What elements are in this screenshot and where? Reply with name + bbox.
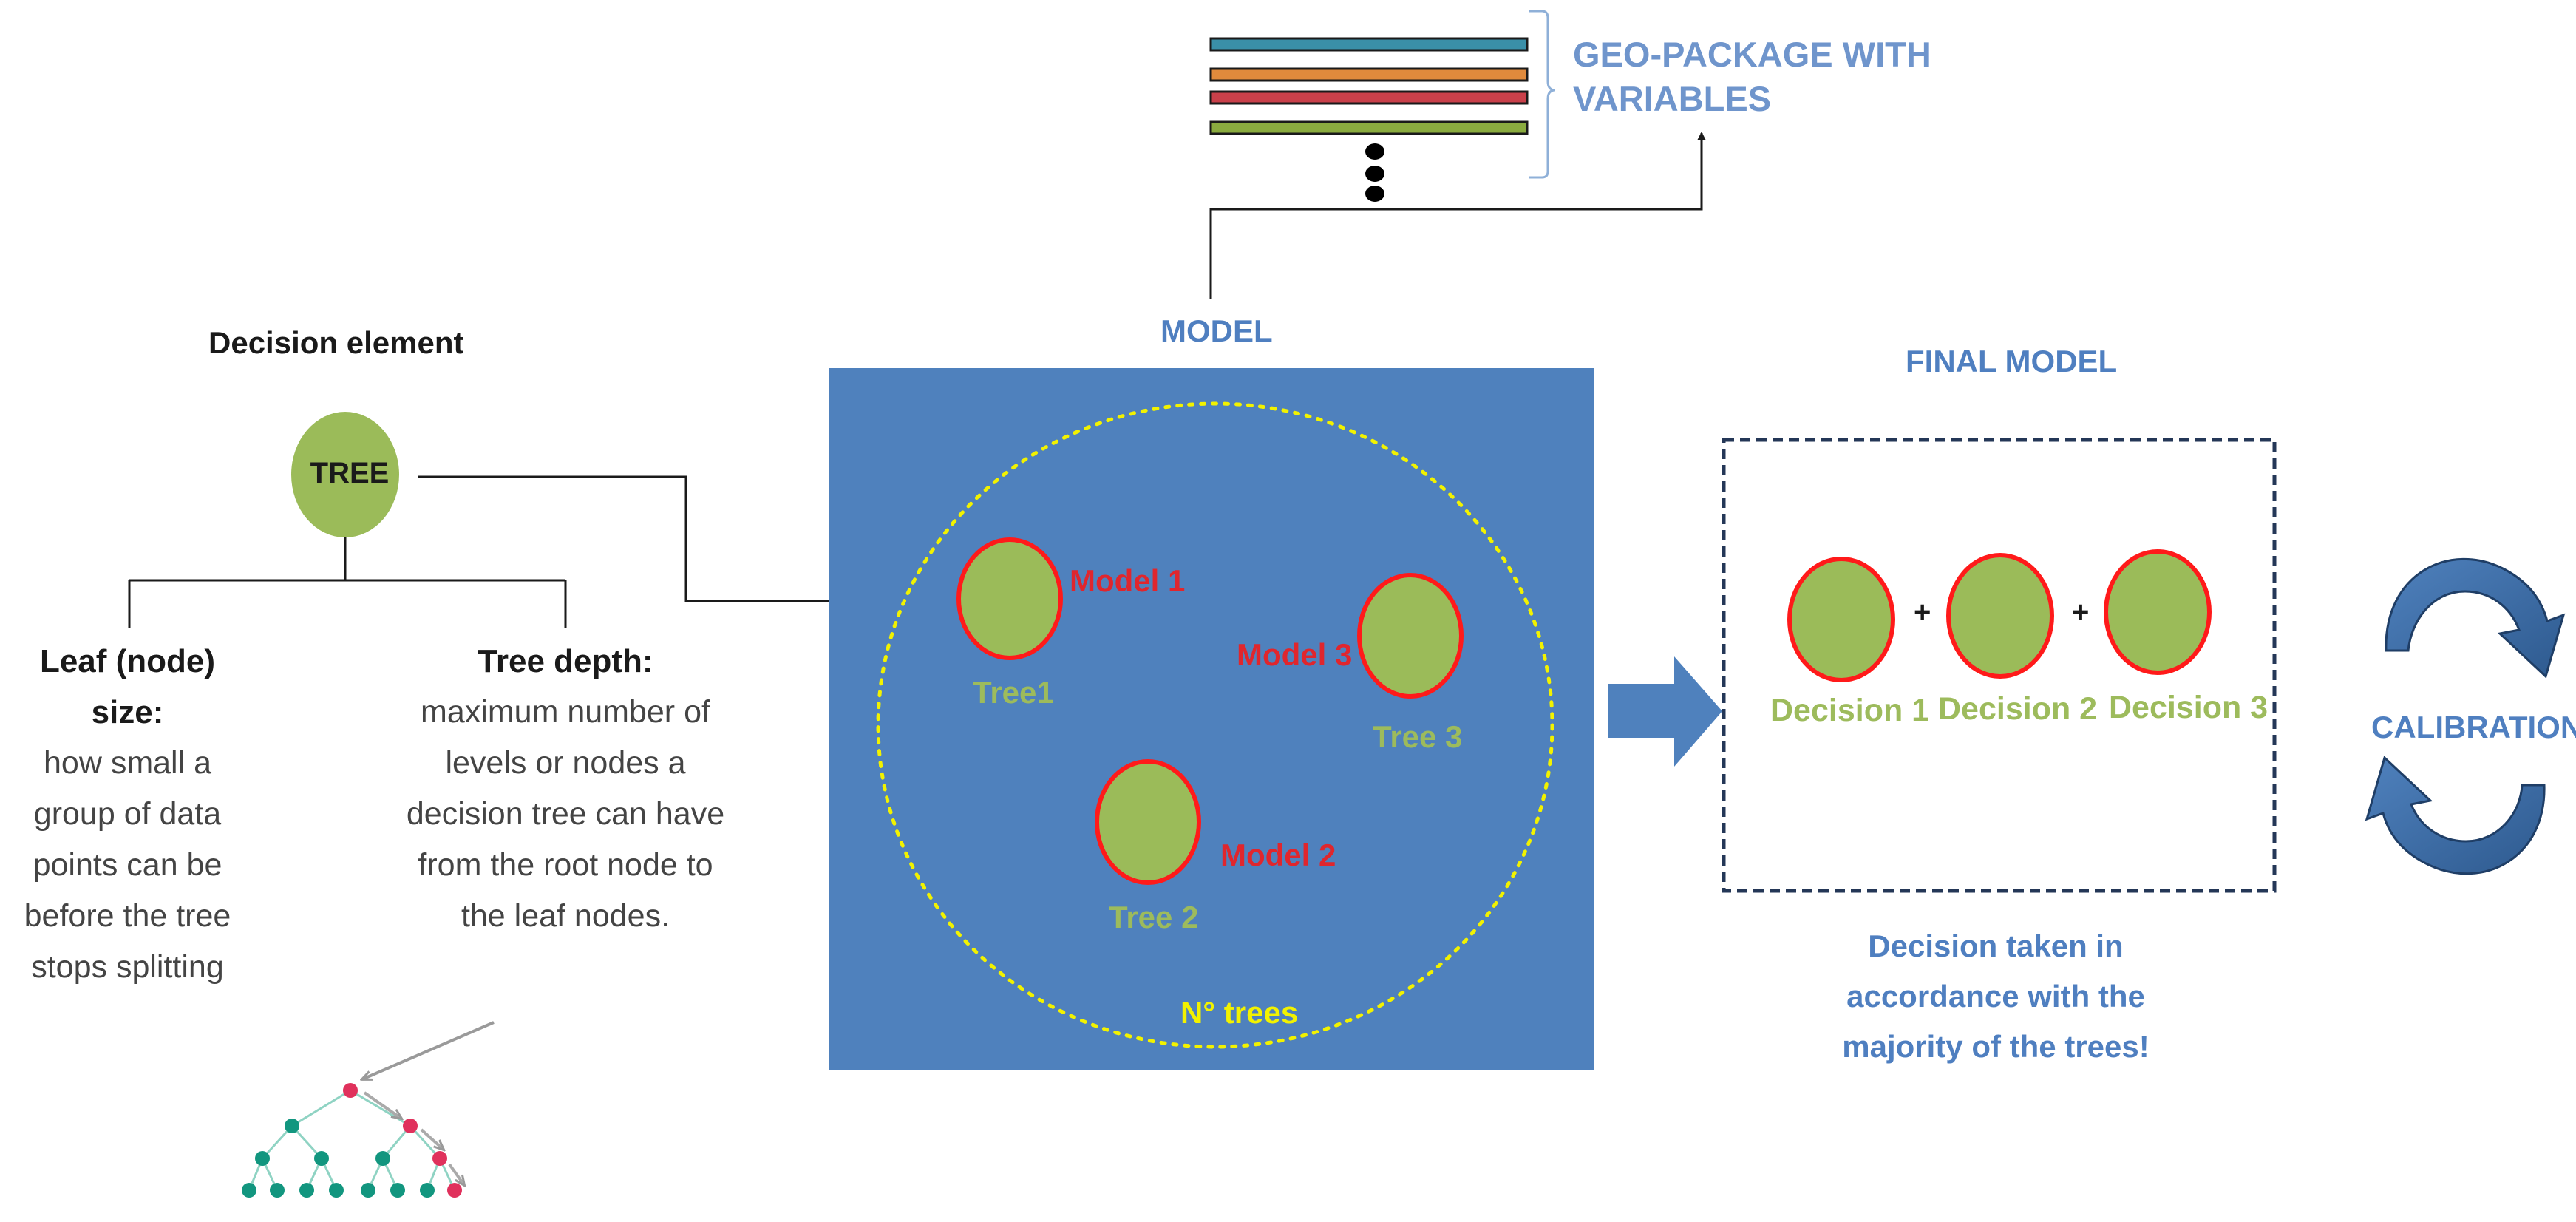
decision-3-label: Decision 3 xyxy=(2109,690,2269,725)
model-title: MODEL xyxy=(1160,313,1273,348)
model-3-label: Model 3 xyxy=(1237,637,1353,672)
tree-depth-heading: Tree depth: xyxy=(478,643,653,679)
tree-branch-connector xyxy=(128,537,567,628)
decision-1-label: Decision 1 xyxy=(1770,693,1930,728)
geo-package-ellipsis xyxy=(1365,143,1384,202)
model-3-circle xyxy=(1357,573,1464,699)
decision-2-circle xyxy=(1946,553,2054,679)
model-to-final-arrow xyxy=(1608,656,1722,767)
tree-node-circle xyxy=(291,412,399,537)
geo-layer xyxy=(1209,37,1529,52)
decision-element-title: Decision element xyxy=(208,325,464,360)
tree-node-label: TREE xyxy=(310,457,390,489)
model-to-geopackage-arrow xyxy=(1209,132,1706,299)
majority-note: Decision taken in accordance with the ma… xyxy=(1842,929,2150,1064)
plus-operator: + xyxy=(2072,596,2090,628)
decision-1-circle xyxy=(1787,557,1895,682)
geo-package-title: GEO-PACKAGE WITH VARIABLES xyxy=(1573,35,1931,118)
pointer-arrow xyxy=(362,1021,495,1079)
decision-3-circle xyxy=(2104,549,2212,675)
tree-depth-parameter: Tree depth: maximum number of levels or … xyxy=(399,636,732,942)
leaf-size-line: how small a xyxy=(43,745,212,781)
leaf-size-parameter: Leaf (node) size: how small a group of d… xyxy=(0,636,255,993)
model-panel xyxy=(829,368,1594,1070)
geo-layer xyxy=(1209,90,1529,105)
plus-operator: + xyxy=(1914,596,1931,628)
tree-depth-line: maximum number of xyxy=(421,694,710,730)
model-2-circle xyxy=(1095,759,1201,885)
model-2-label: Model 2 xyxy=(1220,838,1336,872)
geo-package-brace xyxy=(1529,10,1556,179)
decision-2-label: Decision 2 xyxy=(1938,691,2098,727)
leaf-size-line: points can be xyxy=(33,847,222,883)
leaf-size-line: stops splitting xyxy=(31,949,224,985)
model-1-circle xyxy=(956,537,1063,660)
n-trees-label: N° trees xyxy=(1180,995,1299,1030)
tree-1-label: Tree1 xyxy=(973,675,1054,710)
final-model-box xyxy=(1722,438,2277,893)
calibration-label: CALIBRATION xyxy=(2371,710,2576,744)
tree-depth-line: from the root node to xyxy=(418,847,713,883)
model-1-label: Model 1 xyxy=(1070,563,1186,598)
leaf-size-line: before the tree xyxy=(24,898,231,934)
tree-depth-line: decision tree can have xyxy=(406,796,725,832)
geo-layer xyxy=(1209,120,1529,135)
final-model-title: FINAL MODEL xyxy=(1906,344,2118,379)
leaf-size-heading: Leaf (node) size: xyxy=(39,643,216,730)
tree-depth-line: levels or nodes a xyxy=(445,745,686,781)
tree-depth-illustration xyxy=(242,1021,495,1198)
tree-to-model-arrow xyxy=(418,475,960,605)
ensemble-boundary xyxy=(876,401,1554,1049)
leaf-size-line: group of data xyxy=(33,796,222,832)
tree-2-label: Tree 2 xyxy=(1109,900,1199,934)
geo-package-layers xyxy=(1209,37,1529,135)
tree-depth-line: the leaf nodes. xyxy=(461,898,670,934)
geo-layer xyxy=(1209,67,1529,82)
calibration-cycle-icon xyxy=(2365,557,2566,875)
tree-3-label: Tree 3 xyxy=(1373,719,1463,754)
